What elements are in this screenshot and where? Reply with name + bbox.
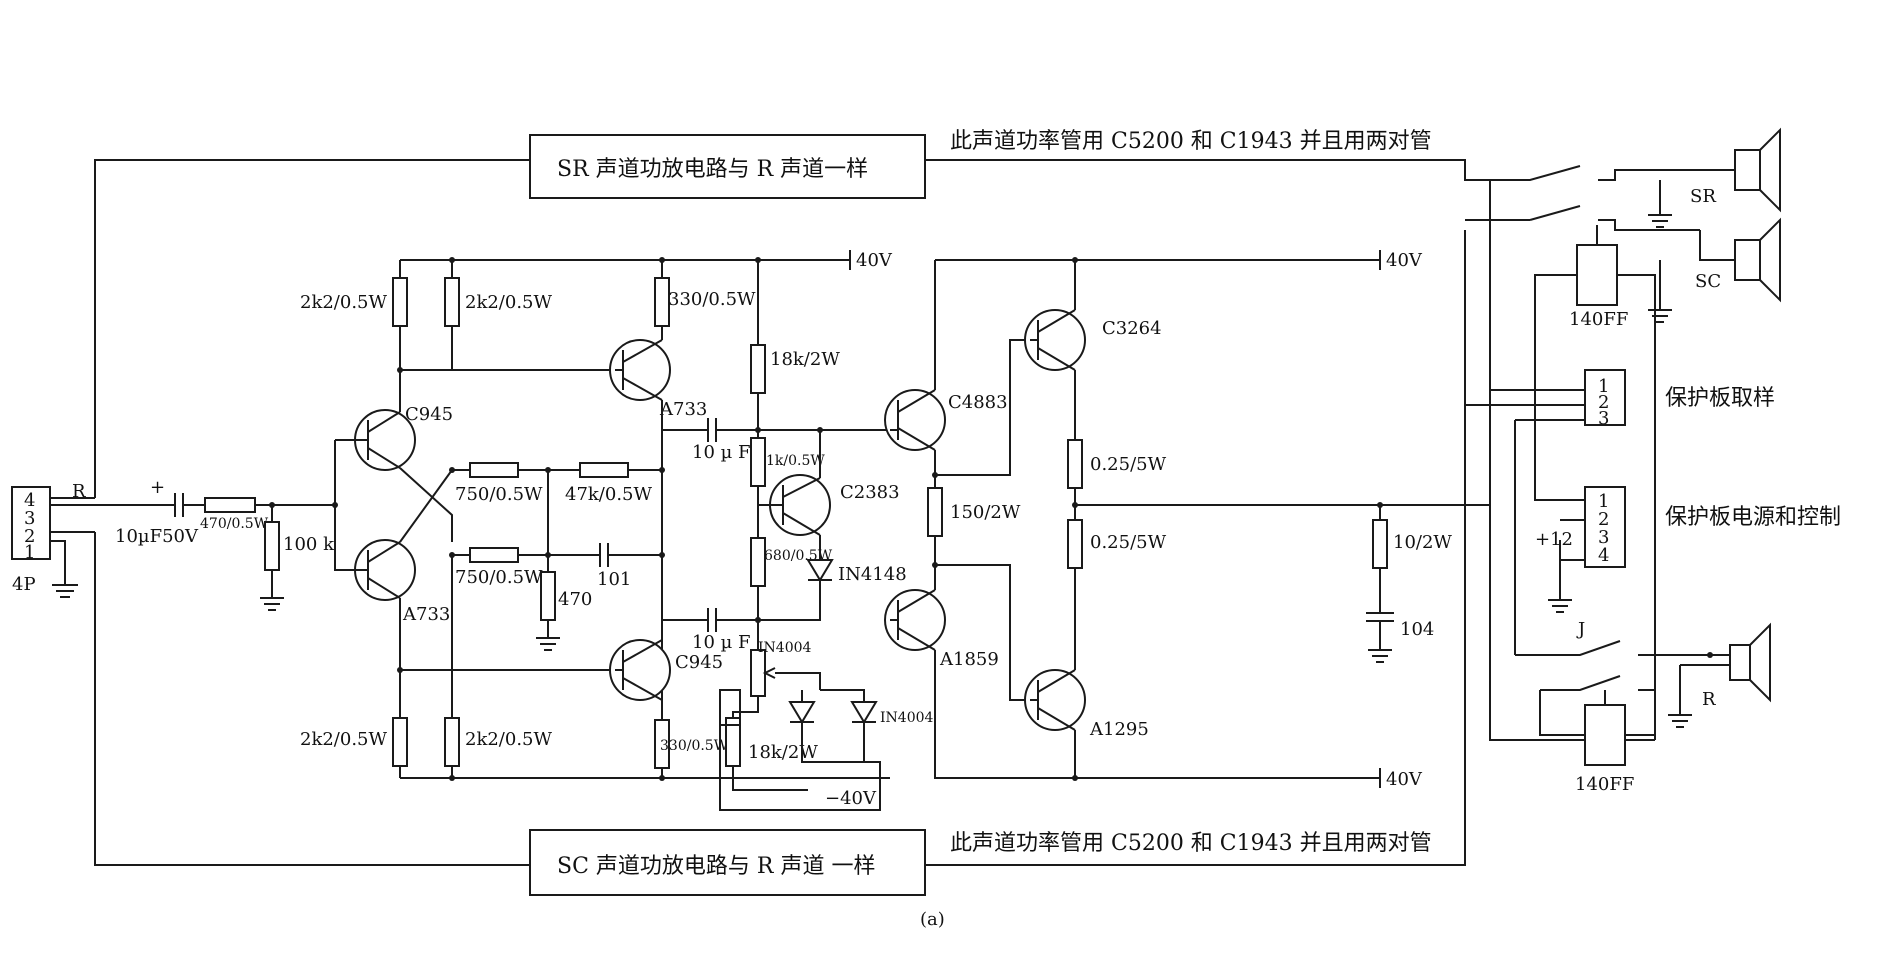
c4883-label: C4883 [948, 392, 1008, 413]
r-18k-lower-label: 18k/2W [748, 742, 818, 763]
svg-text:2: 2 [1598, 509, 1609, 530]
transistor-a1859 [884, 589, 946, 651]
prot-sample-header [1584, 369, 1626, 426]
r-2k2-lr-label: 2k2/0.5W [465, 729, 553, 750]
1n4148-label: IN4148 [838, 564, 907, 585]
neg-40v-small-label: −40V [825, 788, 877, 809]
svg-text:1: 1 [1598, 376, 1609, 397]
input-resistor [204, 497, 256, 513]
r-1k-label: 1k/0.5W [766, 453, 825, 469]
input-channel-r: R [72, 481, 86, 502]
speaker-sc-icon [1734, 217, 1781, 303]
input-resistor-label: 470/0.5W [200, 516, 269, 532]
input-cap-label: 10µF50V [115, 526, 199, 547]
speaker-r-icon [1729, 622, 1771, 703]
r-2k2-ll-label: 2k2/0.5W [300, 729, 388, 750]
input-connector: 4 3 2 1 4P R [11, 481, 160, 598]
r-470-label: 470 [558, 589, 592, 610]
svg-text:3: 3 [1598, 408, 1609, 429]
svg-text:2: 2 [1598, 392, 1609, 413]
1n4004-upper-label: IN4004 [758, 640, 812, 656]
a1295-label: A1295 [1089, 719, 1149, 740]
transistor-c3264 [1024, 309, 1086, 371]
pin-3: 3 [24, 508, 35, 529]
resistor-100k-label: 100 k [283, 534, 335, 555]
1n4004-lower-label: IN4004 [880, 710, 934, 726]
r-150-label: 150/2W [950, 502, 1021, 523]
speaker-sr-label: SR [1690, 186, 1716, 207]
cap-104-label: 104 [1400, 619, 1434, 640]
r-2k2-ur-label: 2k2/0.5W [465, 292, 553, 313]
top-channel-block: SR 声道功放电路与 R 声道一样 此声道功率管用 C5200 和 C1943 … [94, 129, 1515, 498]
sc-channel-box [529, 829, 926, 896]
ground-symbol [52, 584, 78, 598]
bottom-channel-block: SC 声道功放电路与 R 声道 一样 此声道功率管用 C5200 和 C1943… [94, 230, 1466, 896]
c3264-label: C3264 [1102, 318, 1162, 339]
r-750-upper-label: 750/0.5W [455, 484, 543, 505]
r-025-lower-label: 0.25/5W [1090, 532, 1167, 553]
svg-text:1: 1 [1598, 491, 1609, 512]
r-680-label: 680/0.5W [764, 548, 833, 564]
prot-power-header [1584, 486, 1626, 568]
c2383-label: C2383 [840, 482, 900, 503]
svg-text:+: + [150, 477, 165, 498]
r-2k2-ul-label: 2k2/0.5W [300, 292, 388, 313]
sr-channel-box-label: SR 声道功放电路与 R 声道一样 [557, 157, 868, 182]
r-18k-upper-label: 18k/2W [770, 349, 840, 370]
r-330-lower-label: 330/0.5W [660, 738, 729, 754]
relay-bottom-label: 140FF [1575, 774, 1634, 795]
a733-lower-label: A733 [402, 604, 450, 625]
cap-101-label: 101 [597, 569, 631, 590]
bias-network: 18k/2W 10 µ F 1k/0.5W 680/0.5W C2383 IN4… [662, 260, 934, 811]
relay-top [1576, 244, 1618, 306]
pos-40v-left-label: 40V [856, 250, 893, 271]
transistor-a1295 [1024, 669, 1086, 731]
sr-channel-note: 此声道功率管用 C5200 和 C1943 并且用两对管 [950, 129, 1432, 154]
prot-sample-label: 保护板取样 [1665, 386, 1775, 411]
transistor-c945-vas [609, 639, 671, 701]
speaker-sc-label: SC [1695, 271, 1721, 292]
speaker-sr-icon [1734, 127, 1781, 213]
transistor-c4883 [884, 389, 946, 451]
plus12-label: +12 [1535, 529, 1573, 550]
relay-top-label: 140FF [1569, 309, 1628, 330]
switch-j-label: J [1576, 619, 1585, 640]
figure-caption: (a) [920, 909, 945, 930]
a1859-label: A1859 [939, 649, 999, 670]
sc-channel-note: 此声道功率管用 C5200 和 C1943 并且用两对管 [950, 831, 1432, 856]
pin-4: 4 [24, 490, 35, 511]
r-025-upper-label: 0.25/5W [1090, 454, 1167, 475]
neg-40v-right-label: 40V [1386, 769, 1423, 790]
svg-text:3: 3 [1598, 527, 1609, 548]
cap-10u-upper-label: 10 µ F [692, 442, 751, 463]
a733-vas-label: A733 [659, 399, 707, 420]
pin-1: 1 [24, 542, 35, 563]
c945-vas-label: C945 [675, 652, 723, 673]
svg-text:4: 4 [1598, 545, 1609, 566]
relay-bottom [1584, 704, 1626, 766]
connector-name: 4P [12, 574, 36, 595]
pin-2: 2 [24, 526, 35, 547]
r-47k-label: 47k/0.5W [565, 484, 653, 505]
connector-4p [11, 486, 51, 560]
r-750-lower-label: 750/0.5W [455, 567, 543, 588]
driver-stage: 2k2/0.5W 2k2/0.5W C945 A733 750/0.5W 47k… [300, 257, 890, 781]
pos-40v-right-label: 40V [1386, 250, 1423, 271]
r-10-label: 10/2W [1393, 532, 1452, 553]
speaker-r-label: R [1702, 689, 1716, 710]
protection-section: SR SC 140FF 1 2 3 保护板取样 1 2 3 4 保护板电源和控制… [1465, 127, 1841, 795]
transistor-a733-vas [609, 339, 671, 401]
sc-channel-box-label: SC 声道功放电路与 R 声道 一样 [557, 854, 875, 879]
c945-upper-label: C945 [405, 404, 453, 425]
output-stage: 40V 40V C4883 150/2W A1859 40V C3264 0.2… [849, 250, 1490, 790]
sr-channel-box [529, 134, 926, 199]
resistor-100k [264, 521, 280, 571]
cap-10u-lower-label: 10 µ F [692, 632, 751, 653]
prot-power-label: 保护板电源和控制 [1665, 505, 1841, 530]
input-stage: + 10µF50V 470/0.5W 100 k [115, 477, 335, 611]
r-330-upper-label: 330/0.5W [668, 289, 756, 310]
